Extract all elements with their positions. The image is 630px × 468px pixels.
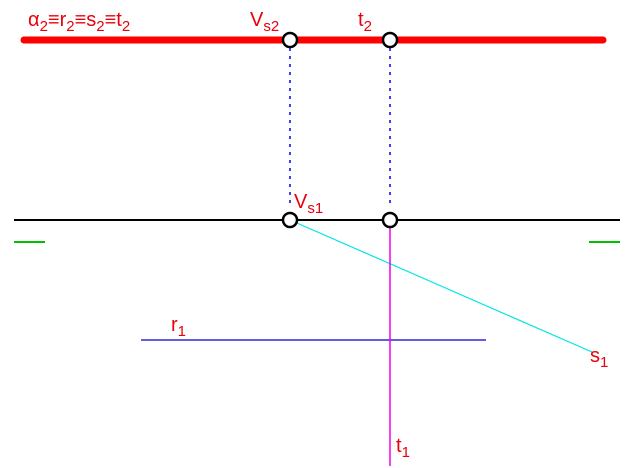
point-t2 [381, 31, 399, 49]
label-t1: t1 [396, 435, 410, 461]
label-trace: α2≡r2≡s2≡t2 [28, 9, 130, 35]
point-t1 [381, 211, 399, 229]
label-t2: t2 [358, 9, 372, 35]
label-r1: r1 [171, 314, 186, 340]
point-vs2 [281, 31, 299, 49]
label-vs1: Vs1 [294, 191, 323, 217]
label-s1: s1 [590, 345, 608, 371]
point-vs1 [281, 211, 299, 229]
label-vs2: Vs2 [250, 9, 279, 35]
line-s1 [289, 219, 593, 353]
